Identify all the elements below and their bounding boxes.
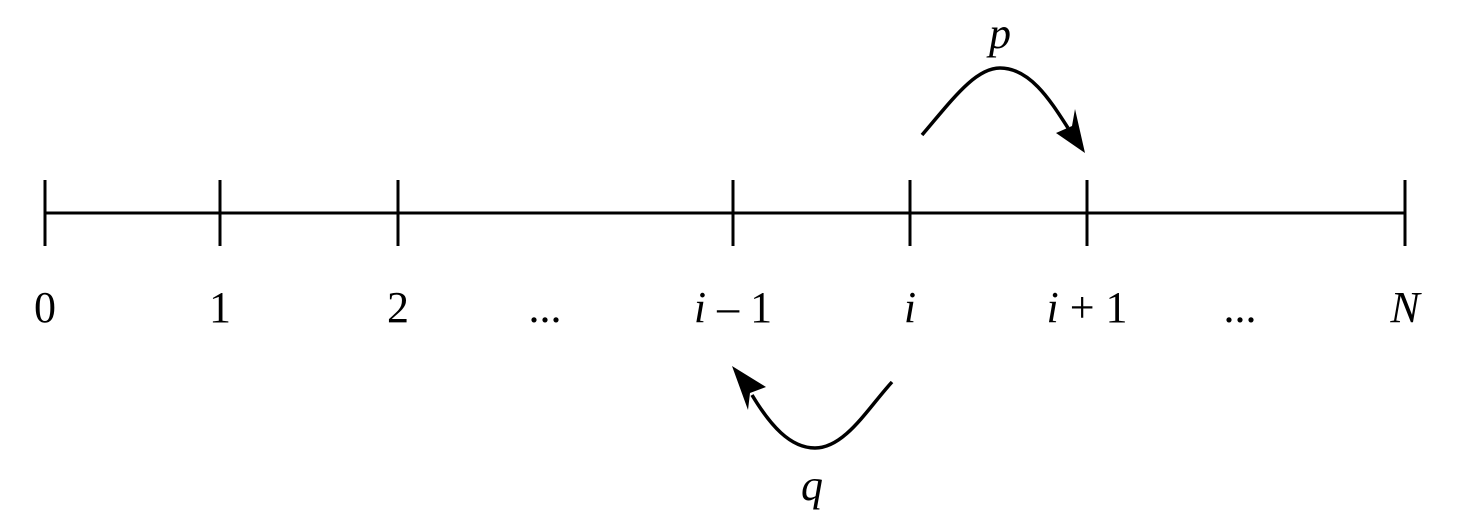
position-label: i – 1: [694, 283, 772, 332]
tick-marks: [43, 180, 1407, 246]
position-label: i: [904, 283, 916, 332]
backward-arrow-curve: [750, 380, 894, 450]
position-labels: 0 1 2... i – 1 i i + 1... N: [34, 283, 1422, 332]
position-label: 0: [34, 283, 56, 332]
position-label: i + 1: [1046, 283, 1127, 332]
forward-probability-label: p: [986, 9, 1011, 58]
position-label: 2: [387, 283, 409, 332]
backward-probability-label: q: [801, 461, 823, 510]
forward-arrow: p: [920, 9, 1085, 153]
forward-arrow-curve: [920, 66, 1070, 137]
position-label: N: [1389, 283, 1422, 332]
position-label: ...: [529, 283, 562, 332]
position-label: ...: [1224, 283, 1257, 332]
position-label: 1: [209, 283, 231, 332]
backward-arrow: q: [732, 366, 894, 510]
forward-arrowhead: [1056, 109, 1085, 153]
backward-arrowhead: [732, 366, 766, 410]
